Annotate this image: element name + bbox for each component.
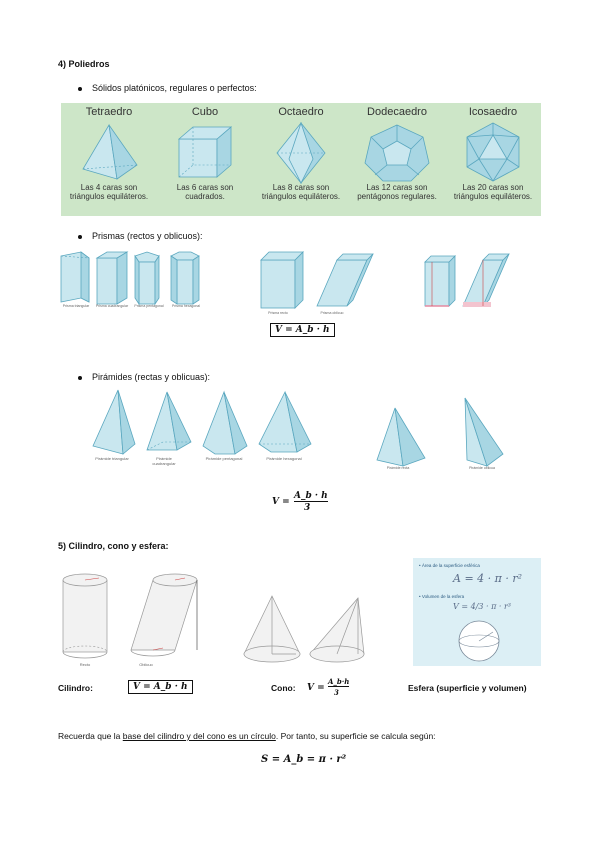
pyramid-caption-cuadrangular: Pirámide cuadrangular [152, 456, 176, 466]
pyramid-pentagonal-figure [202, 390, 248, 455]
platonic-name-tetraedro: Tetraedro [85, 106, 133, 118]
cylinder-caption-oblicuo: Oblicuo [139, 662, 153, 667]
pyramid-figures [92, 389, 504, 467]
prism-height-oblicuo-figure [462, 253, 510, 307]
pyramid-caption-triangular: Pirámide triangular [95, 456, 129, 461]
recuerda-underlined: base del cilindro y del cono es un círcu… [122, 731, 276, 741]
cone-formula-denominator: 3 [334, 688, 339, 697]
prism-caption-hexagonal: Prisma hexagonal [171, 304, 200, 308]
cono-label: Cono: [271, 683, 296, 693]
cilindro-label: Cilindro: [58, 683, 93, 693]
platonic-name-dodecaedro: Dodecaedro [367, 106, 427, 118]
cube-figure [177, 126, 233, 178]
prism-caption-triangular: Prisma triangular [62, 304, 90, 308]
bullet-dot [78, 375, 82, 380]
bullet-prismas: Prismas (rectos y oblicuos): [78, 231, 203, 241]
esfera-label: Esfera (superficie y volumen) [408, 683, 527, 693]
platonic-name-cubo: Cubo [191, 106, 219, 118]
circle-area-formula: S = A_b = π · r² [261, 754, 347, 765]
prism-figures [60, 251, 510, 309]
icosahedron-figure [466, 122, 520, 182]
prism-caption-pentagonal: Prisma pentagonal [134, 304, 164, 308]
bullet-dot [78, 234, 82, 239]
cylinder-figures [62, 573, 198, 659]
cone-oblicuo-figure [309, 597, 365, 663]
sphere-formula-box: • Área de la superficie esférica A = 4 ·… [413, 558, 541, 666]
prism-oblicuo-figure [316, 253, 374, 307]
sphere-area-label-text: Área de la superficie esférica [421, 563, 480, 568]
platonic-figures [82, 121, 520, 185]
pyramid-triangular-figure [92, 389, 136, 455]
pyramid-oblicua-figure [464, 397, 504, 467]
platonic-name-octaedro: Octaedro [278, 106, 324, 118]
cylinder-volume-formula: V = A_b · h [128, 680, 193, 694]
prism-hexagonal-figure [170, 251, 200, 305]
bullet-piramides: Pirámides (rectas y oblicuas): [78, 372, 210, 382]
prism-height-recto-figure [424, 255, 456, 307]
prism-caption-recto: Prisma recto [268, 311, 288, 315]
pyramid-cuadrangular-figure [146, 391, 192, 451]
prism-caption-oblicuo: Prisma oblicuo [320, 311, 344, 315]
dodecahedron-figure [364, 124, 430, 182]
sphere-figure [458, 620, 500, 662]
pyramid-caption-recta: Pirámide recta [386, 466, 410, 470]
prism-recto-figure [260, 251, 304, 309]
sphere-area-label: • Área de la superficie esférica [419, 563, 480, 568]
recuerda-paragraph: Recuerda que la base del cilindro y del … [58, 731, 436, 741]
platonic-desc-dodecaedro: Las 12 caras son pentágonos regulares. [357, 183, 437, 201]
recuerda-text-post: . Por tanto, su superficie se calcula se… [275, 731, 436, 741]
pyramid-hexagonal-figure [258, 390, 312, 453]
bullet-text: Pirámides (rectas y oblicuas): [92, 372, 211, 382]
bullet-text: Prismas (rectos y oblicuos): [92, 231, 203, 241]
pyramid-recta-figure [376, 407, 426, 467]
cone-figures [243, 595, 365, 663]
prism-triangular-figure [60, 251, 90, 303]
platonic-desc-icosaedro: Las 20 caras son triángulos equiláteros. [453, 183, 533, 201]
prism-volume-formula: V = A_b · h [270, 323, 335, 337]
platonic-desc-octaedro: Las 8 caras son triángulos equiláteros. [261, 183, 341, 201]
section-title-cilindro-cono-esfera: 5) Cilindro, cono y esfera: [58, 541, 169, 551]
pyramid-caption-pentagonal: Pirámide pentagonal [205, 456, 243, 461]
cylinder-recto-figure [62, 573, 108, 659]
platonic-desc-tetraedro: Las 4 caras son triángulos equiláteros. [69, 183, 149, 201]
prism-cuadrangular-figure [95, 251, 129, 305]
prism-pentagonal-figure [134, 251, 160, 306]
platonic-name-icosaedro: Icosaedro [468, 106, 518, 118]
prism-caption-cuadrangular: Prisma cuadrangular [95, 304, 129, 308]
cylinder-oblicuo-figure [130, 573, 198, 657]
sphere-area-formula: A = 4 · π · r² [453, 572, 523, 585]
platonic-solids-panel: Tetraedro Cubo Octaedro Dodecaedro Icosa… [61, 103, 541, 216]
cylinder-caption-recto: Recto [79, 662, 91, 667]
cone-formula-numerator: A_b·h [328, 677, 350, 687]
sphere-volume-label: • Volumen de la esfera [419, 594, 465, 599]
platonic-desc-cubo: Las 6 caras son cuadrados. [176, 183, 234, 201]
sphere-volume-label-text: Volumen de la esfera [421, 594, 465, 599]
tetrahedron-figure [82, 123, 138, 180]
pyramid-caption-oblicua: Pirámide oblicua [469, 466, 495, 470]
cone-recto-figure [243, 595, 301, 663]
section-title-poliedros: 4) Poliedros [58, 59, 110, 69]
pyramid-formula-numerator: A_b · h [294, 491, 328, 502]
cone-volume-formula: V = A_b·h 3 [307, 677, 350, 697]
recuerda-text-pre: Recuerda que la [58, 731, 123, 741]
octahedron-figure [276, 121, 326, 185]
sphere-volume-formula: V = 4/3 · π · r³ [453, 602, 511, 611]
bullet-dot [78, 86, 82, 91]
bullet-text: Sólidos platónicos, regulares o perfecto… [92, 83, 257, 93]
bullet-platonic: Sólidos platónicos, regulares o perfecto… [78, 83, 257, 93]
pyramid-formula-denominator: 3 [304, 503, 311, 513]
pyramid-caption-hexagonal: Pirámide hexagonal [266, 456, 302, 461]
